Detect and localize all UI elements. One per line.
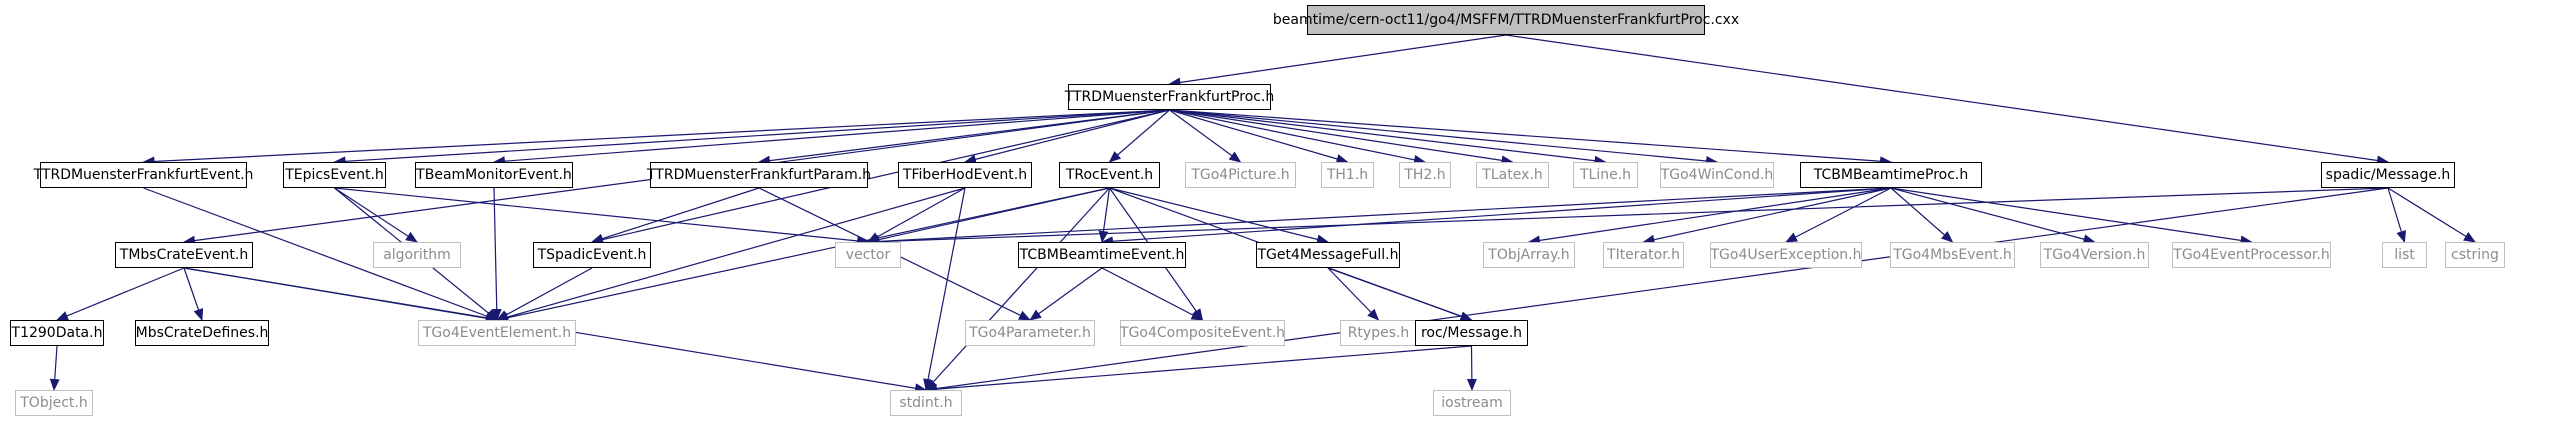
node-t1290[interactable]: T1290Data.h <box>10 320 104 346</box>
node-mbsevent: TGo4MbsEvent.h <box>1890 242 2015 268</box>
edge-proc_h-to-epics <box>333 109 1170 167</box>
node-spadic-msg[interactable]: spadic/Message.h <box>2321 162 2455 188</box>
node-parameter: TGo4Parameter.h <box>965 320 1095 346</box>
edge-spadic_msg-to-list <box>2387 187 2407 243</box>
edge-epics-to-algorithm <box>334 187 418 243</box>
edge-spadic_msg-to-cstring <box>2387 187 2476 243</box>
node-roc-msg[interactable]: roc/Message.h <box>1415 320 1528 346</box>
edge-fiber-to-evelement <box>496 187 966 322</box>
edge-cbm_proc-to-vector <box>867 187 1892 247</box>
node-rtypes: Rtypes.h <box>1340 320 1417 346</box>
edge-cbm_event-to-composite <box>1101 267 1204 321</box>
node-iostream: iostream <box>1433 390 1511 416</box>
edge-fiber-to-stdint <box>923 187 966 391</box>
node-beam-mon[interactable]: TBeamMonitorEvent.h <box>415 162 573 188</box>
node-th1: TH1.h <box>1321 162 1374 188</box>
edge-cbm_proc-to-mbsevent <box>1890 187 1954 243</box>
node-proc-h[interactable]: TTRDMuensterFrankfurtProc.h <box>1065 84 1274 110</box>
node-go4picture: TGo4Picture.h <box>1185 162 1296 188</box>
node-th2: TH2.h <box>1399 162 1451 188</box>
node-roc-event[interactable]: TRocEvent.h <box>1059 162 1160 188</box>
node-fiber[interactable]: TFiberHodEvent.h <box>898 162 1032 188</box>
edge-roc_event-to-cbm_event <box>1098 187 1111 243</box>
edge-root-to-proc_h <box>1168 34 1507 88</box>
edge-mbs_crate-to-t1290 <box>56 267 185 321</box>
edge-proc_h-to-th1 <box>1169 109 1349 164</box>
node-mbsdefines[interactable]: MbsCrateDefines.h <box>135 320 269 346</box>
node-tline: TLine.h <box>1573 162 1638 188</box>
edge-proc_h-to-cbm_proc <box>1169 109 1892 167</box>
node-titerator: TIterator.h <box>1603 242 1684 268</box>
node-root: beamtime/cern-oct11/go4/MSFFM/TTRDMuenst… <box>1273 5 1739 35</box>
edge-root-to-spadic_msg <box>1505 34 2389 166</box>
node-tlatex: TLatex.h <box>1476 162 1549 188</box>
edge-proc_h-to-tline <box>1169 109 1607 166</box>
node-evelement: TGo4EventElement.h <box>418 320 576 346</box>
node-composite: TGo4CompositeEvent.h <box>1120 320 1285 346</box>
node-vector: vector <box>835 242 901 268</box>
edge-roc_event-to-get4 <box>1109 187 1329 245</box>
edge-cbm_proc-to-titerator <box>1642 187 1892 245</box>
edge-cbm_proc-to-userexc <box>1785 187 1892 243</box>
edge-proc_h-to-mf_param <box>758 109 1170 166</box>
edge-proc_h-to-th2 <box>1169 109 1426 165</box>
node-cbm-event[interactable]: TCBMBeamtimeEvent.h <box>1018 242 1186 268</box>
edge-spadic_msg-to-stdint <box>925 187 2389 394</box>
node-go4version: TGo4Version.h <box>2040 242 2149 268</box>
edge-mf_param-to-spadic_event <box>591 187 760 244</box>
edge-roc_msg-to-stdint <box>925 345 1472 395</box>
node-mf-event[interactable]: TTRDMuensterFrankfurtEvent.h <box>34 162 253 188</box>
edge-cbm_proc-to-cbm_event <box>1101 187 1892 247</box>
edge-fiber-to-vector <box>867 187 966 243</box>
edge-mbs_crate-to-mbsdefines <box>183 267 204 321</box>
edge-proc_h-to-roc_event <box>1108 109 1170 163</box>
edge-roc_event-to-evelement <box>496 187 1110 323</box>
node-tobjarray: TObjArray.h <box>1483 242 1575 268</box>
edge-spadic_event-to-evelement <box>496 267 593 321</box>
edge-roc_event-to-stdint <box>925 187 1110 391</box>
node-algorithm: algorithm <box>373 242 461 268</box>
node-stdint: stdint.h <box>890 390 962 416</box>
node-list: list <box>2382 242 2427 268</box>
node-mf-param[interactable]: TTRDMuensterFrankfurtParam.h <box>647 162 871 188</box>
edge-proc_h-to-mf_event <box>142 109 1170 167</box>
edge-t1290-to-tobject <box>49 345 60 391</box>
edge-proc_h-to-wincond <box>1169 109 1718 166</box>
node-spadic-event[interactable]: TSpadicEvent.h <box>533 242 651 268</box>
edge-cbm_proc-to-evproc <box>1890 187 2253 246</box>
edge-proc_h-to-spadic_event <box>591 109 1170 245</box>
edge-epics-to-vector <box>334 187 869 246</box>
edge-proc_h-to-tlatex <box>1169 109 1514 166</box>
edge-beam_mon-to-evelement <box>491 187 502 321</box>
edge-mf_event-to-evelement <box>143 187 498 321</box>
node-evproc: TGo4EventProcessor.h <box>2172 242 2331 268</box>
node-mbs-crate[interactable]: TMbsCrateEvent.h <box>115 242 253 268</box>
edge-cbm_event-to-parameter <box>1029 267 1103 321</box>
node-tobject: TObject.h <box>15 390 93 416</box>
edge-proc_h-to-go4picture <box>1169 109 1242 163</box>
edge-proc_h-to-beam_mon <box>493 109 1170 167</box>
edge-get4-to-rtypes <box>1327 267 1380 321</box>
node-wincond: TGo4WinCond.h <box>1660 162 1774 188</box>
edge-get4-to-roc_msg <box>1327 267 1473 321</box>
node-get4[interactable]: TGet4MessageFull.h <box>1256 242 1400 268</box>
node-cstring: cstring <box>2445 242 2505 268</box>
edge-cbm_proc-to-tobjarray <box>1528 187 1892 246</box>
edge-roc_msg-to-iostream <box>1466 345 1477 391</box>
node-cbm-proc[interactable]: TCBMBeamtimeProc.h <box>1800 162 1982 188</box>
node-userexc: TGo4UserException.h <box>1710 242 1862 268</box>
node-epics[interactable]: TEpicsEvent.h <box>283 162 386 188</box>
edge-spadic_msg-to-vector <box>867 187 2389 247</box>
edge-proc_h-to-fiber <box>964 109 1170 165</box>
